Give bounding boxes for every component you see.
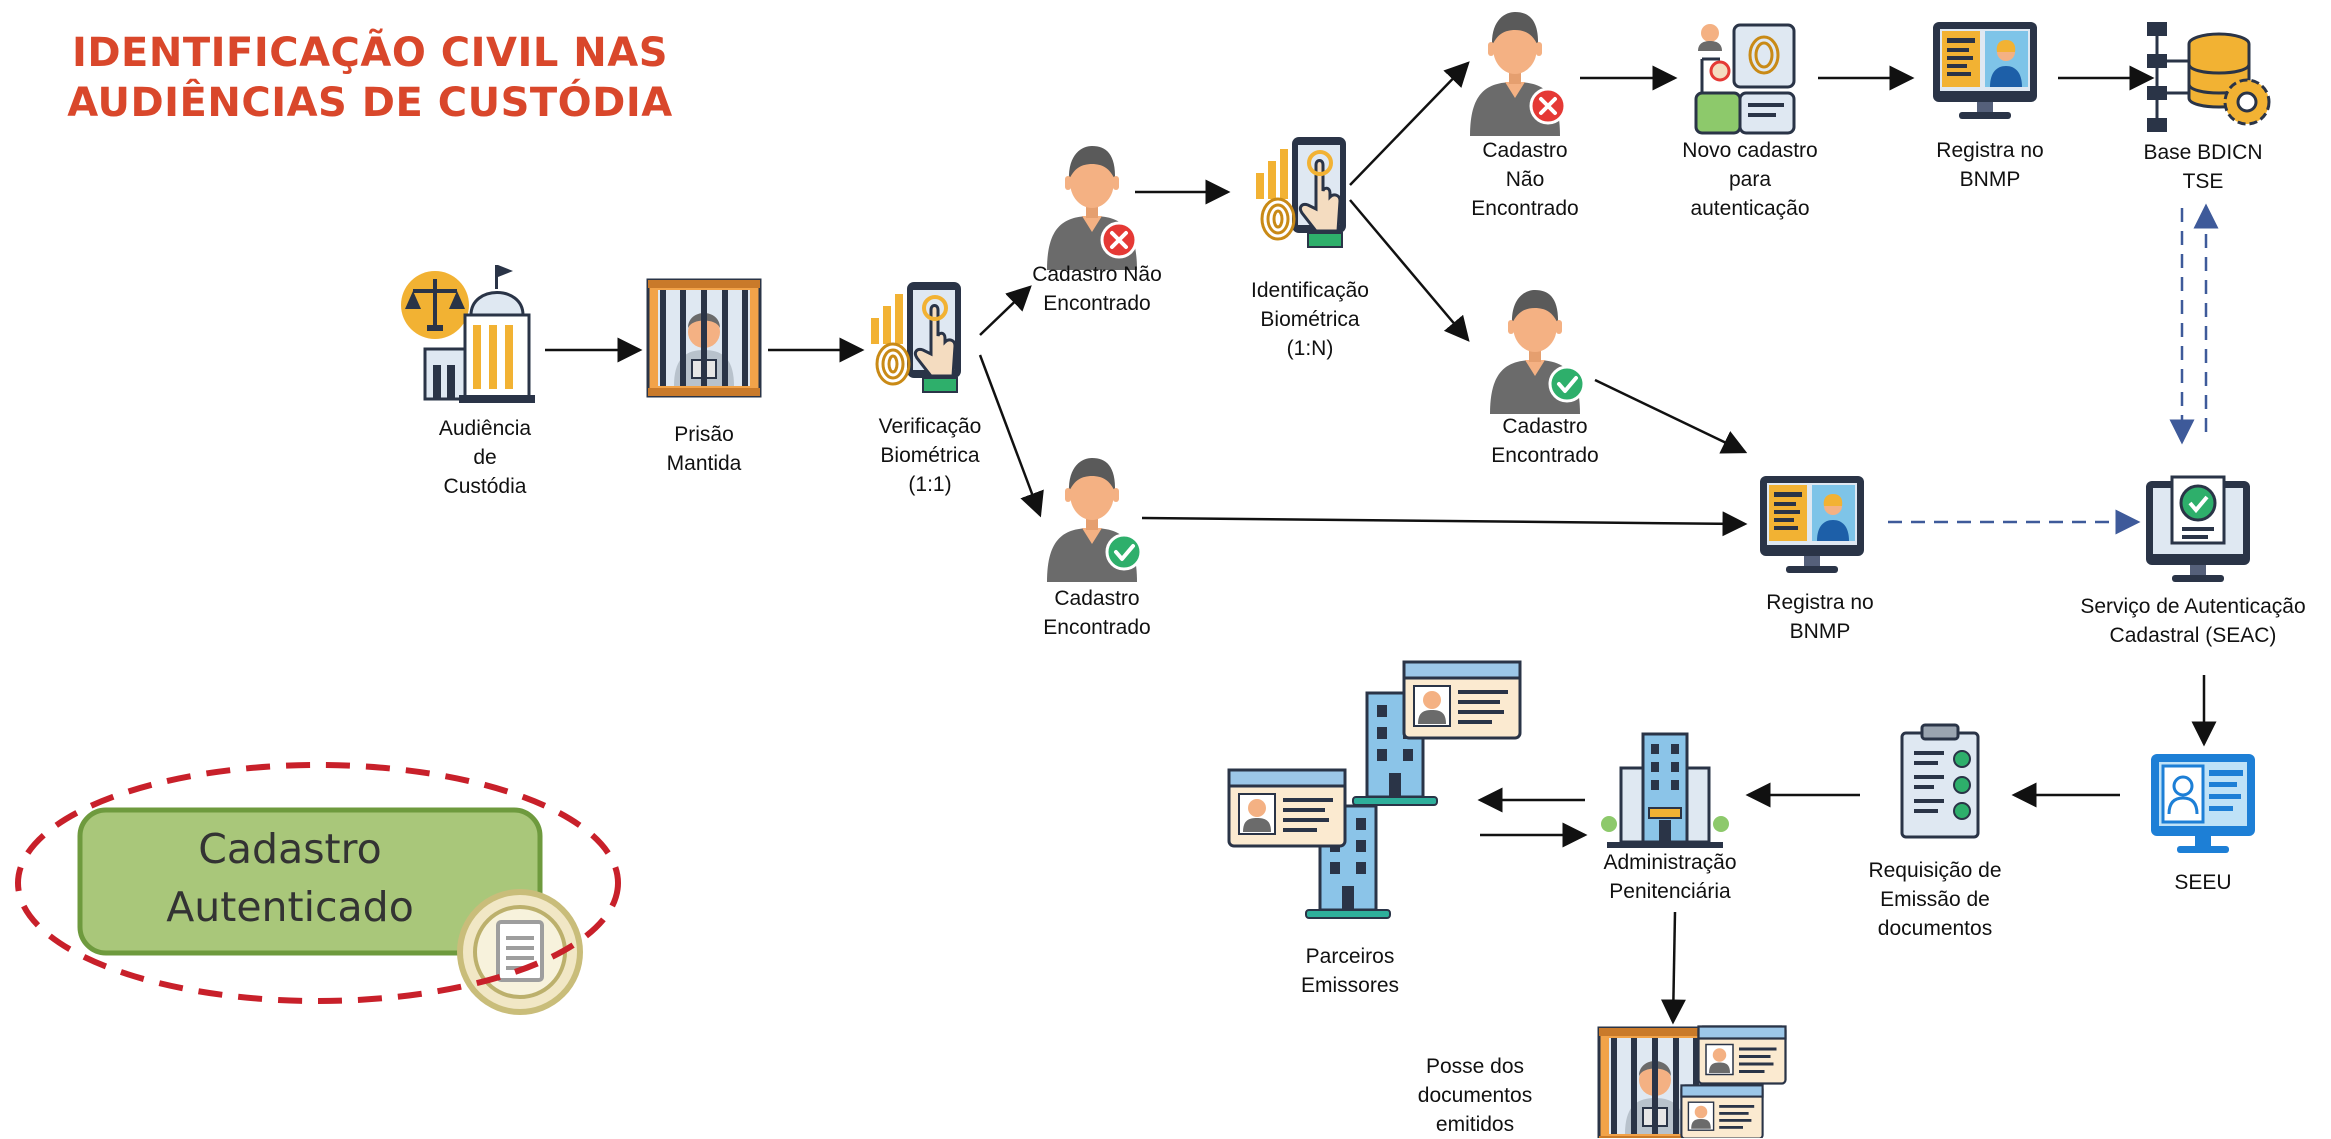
label-audiencia: Audiência de Custódia [438,417,532,498]
arrow-verificacao-to-nao-encontrado [979,285,1032,336]
id-card-icon [1680,1084,1764,1138]
id-card-icon [1697,1025,1787,1085]
monitor-registry-icon-2 [1760,476,1864,573]
monitor-registry-icon [1933,22,2037,119]
authenticated-badge [15,762,621,1015]
label-cadastro-encontrado-2: Cadastro Encontrado [1491,415,1599,467]
label-seac: Serviço de Autenticação Cadastral (SEAC) [2080,595,2306,647]
label-parceiros: Parceiros Emissores [1300,945,1400,997]
arrow-verificacao-to-encontrado [978,354,1044,518]
label-cadastro-encontrado-1: Cadastro Encontrado [1043,587,1151,639]
id-card-icon [1402,660,1522,740]
success-icon [1105,533,1143,571]
person-not-found-icon [1047,146,1138,270]
arrow-administracao-to-posse [1660,911,1686,1025]
label-identificacao: Identificação Biométrica (1:N) [1251,279,1369,360]
page-title: IDENTIFICAÇÃO CIVIL NAS AUDIÊNCIAS DE CU… [60,28,680,128]
flow-arrows [545,61,2217,1025]
database-icon [2147,22,2271,132]
person-found-icon [1047,458,1143,582]
prison-icon [646,278,762,398]
label-posse: Posse dos documentos emitidos [1417,1055,1533,1136]
label-seeu: SEEU [2174,871,2232,894]
error-icon [1100,221,1138,259]
label-administracao: Administração Penitenciária [1603,851,1737,903]
person-not-found-icon-2 [1470,12,1567,136]
label-novo-cadastro: Novo cadastro para autenticação [1682,139,1818,220]
label-verificacao: Verificação Biométrica (1:1) [878,415,982,496]
administration-building-icon [1601,732,1729,848]
label-cadastro-nao-encontrado-2: Cadastro Não Encontrado [1471,139,1579,220]
documents-possession-icon [1597,1025,1787,1138]
label-registra-bnmp-top: Registra no BNMP [1936,139,2044,191]
label-cadastro-nao-encontrado-1: Cadastro Não Encontrado [1032,263,1162,315]
success-icon [1548,365,1586,403]
authentication-service-icon [2146,475,2250,582]
new-registration-icon [1694,23,1796,135]
arrow-identificacao-to-encontrado-2 [1349,199,1470,342]
label-requisicao: Requisição de Emissão de documentos [1868,859,2002,940]
badge-label: Cadastro Autenticado [166,825,414,931]
courthouse-icon [401,265,535,403]
label-base-bdicn: Base BDICN TSE [2143,141,2263,193]
id-card-icon [1227,768,1347,848]
error-icon [1529,87,1567,125]
dashed-ellipse [15,762,621,1004]
arrow-identificacao-to-nao-encontrado-2 [1349,61,1470,186]
dashed-arrows [1888,203,2219,535]
fingerprint-phone-icon-2 [1254,135,1348,249]
title-line-2: AUDIÊNCIAS DE CUSTÓDIA [67,80,673,126]
arrow-encontrado-2-to-registra-mid [1594,378,1748,454]
title-line-1: IDENTIFICAÇÃO CIVIL NAS [71,30,669,76]
fingerprint-phone-icon [869,280,963,394]
label-prisao: Prisão Mantida [666,423,742,475]
issuing-partners-icon [1227,660,1522,920]
label-registra-bnmp-mid: Registra no BNMP [1766,591,1874,643]
arrow-encontrado-to-registra-mid [1141,511,1748,537]
document-request-icon [1900,723,1980,839]
seeu-monitor-icon [2151,754,2255,853]
person-found-icon-2 [1490,290,1586,414]
badge-box [77,807,543,956]
